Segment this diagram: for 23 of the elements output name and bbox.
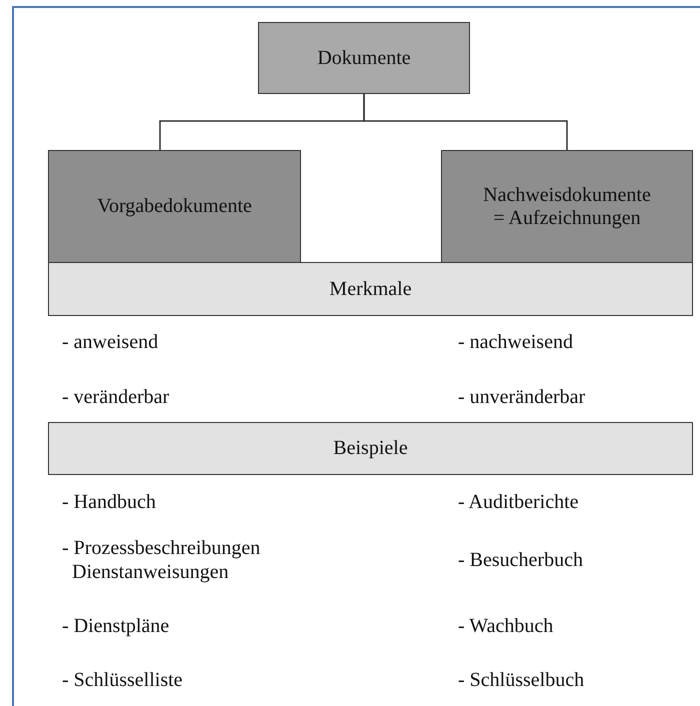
section-band: [48, 422, 693, 475]
list-item: - anweisend: [62, 330, 160, 354]
category-box: [48, 150, 301, 263]
list-item: - unveränderbar: [458, 385, 586, 409]
list-item: - Dienstpläne: [62, 614, 170, 638]
list-item: - Wachbuch: [458, 614, 554, 638]
list-item: - Auditberichte: [458, 490, 580, 514]
category-box: [258, 22, 470, 94]
box-label: Beispiele: [333, 437, 408, 460]
list-item: - Schlüsselbuch: [458, 668, 586, 692]
box-label: Dokumente: [317, 46, 411, 70]
section-band: [48, 262, 693, 316]
list-item: - Besucherbuch: [458, 548, 584, 572]
list-item: - Schlüsselliste: [62, 668, 184, 692]
list-item: - Handbuch: [62, 490, 157, 514]
box-label: Vorgabedokumente: [97, 195, 252, 218]
box-label: Merkmale: [329, 278, 412, 300]
category-box: [441, 150, 693, 263]
list-item: - veränderbar: [62, 385, 170, 409]
box-label: Nachweisdokumente = Aufzeichnungen: [482, 184, 652, 230]
list-item: - nachweisend: [458, 330, 574, 354]
list-item: - Prozessbeschreibungen Dienstanweisungen: [62, 536, 262, 584]
connector-line: [363, 94, 568, 150]
